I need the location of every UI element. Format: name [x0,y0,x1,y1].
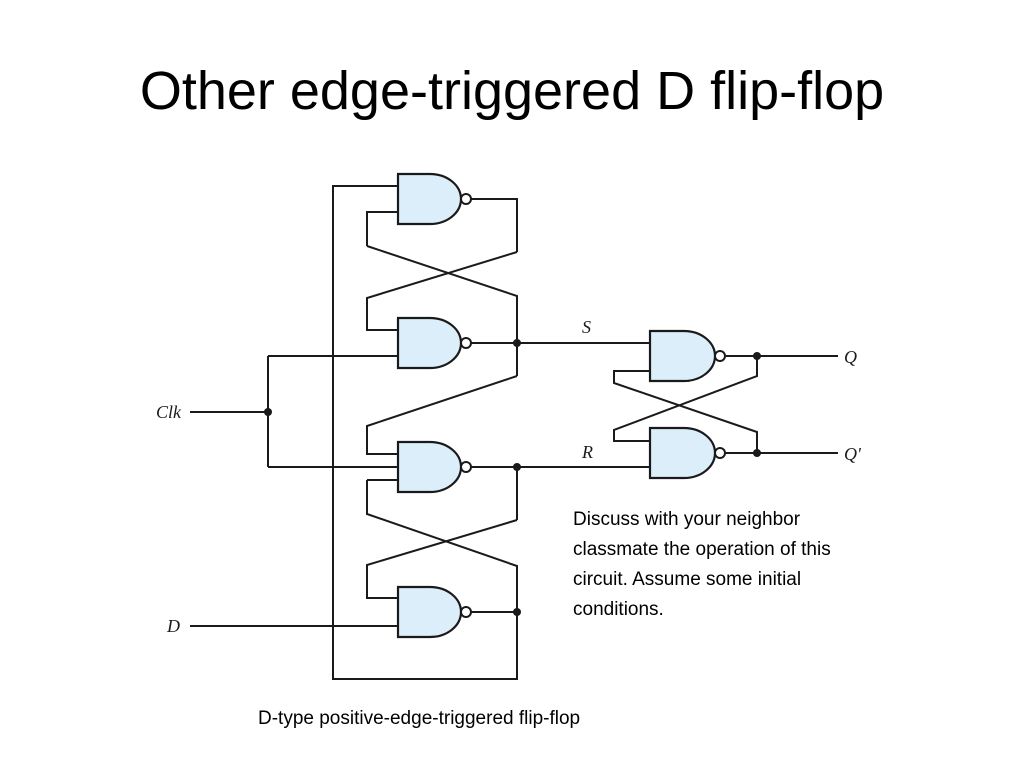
junction-dots [264,339,761,616]
q-label: Q [844,347,857,367]
r-label: R [581,442,593,462]
discussion-line: circuit. Assume some initial [573,569,802,590]
nand-gate-4 [396,585,472,639]
q-not-label: Q' [844,444,862,464]
nand-gate-3 [396,440,472,494]
s-label: S [582,317,591,337]
diagram-caption: D-type positive-edge-triggered flip-flop [258,708,581,729]
discussion-line: classmate the operation of this [573,539,831,560]
clk-label: Clk [156,402,182,422]
nand-gate-latch-bottom [648,426,726,480]
nand-gate-1 [396,172,472,226]
discussion-line: conditions. [573,599,664,620]
nand-gate-2 [396,316,472,370]
nand-gate-latch-top [648,329,726,383]
slide-title: Other edge-triggered D flip-flop [139,61,885,121]
d-label: D [166,616,180,636]
discussion-prompt: Discuss with your neighbor classmate the… [573,505,913,625]
discussion-line: Discuss with your neighbor [573,509,801,530]
